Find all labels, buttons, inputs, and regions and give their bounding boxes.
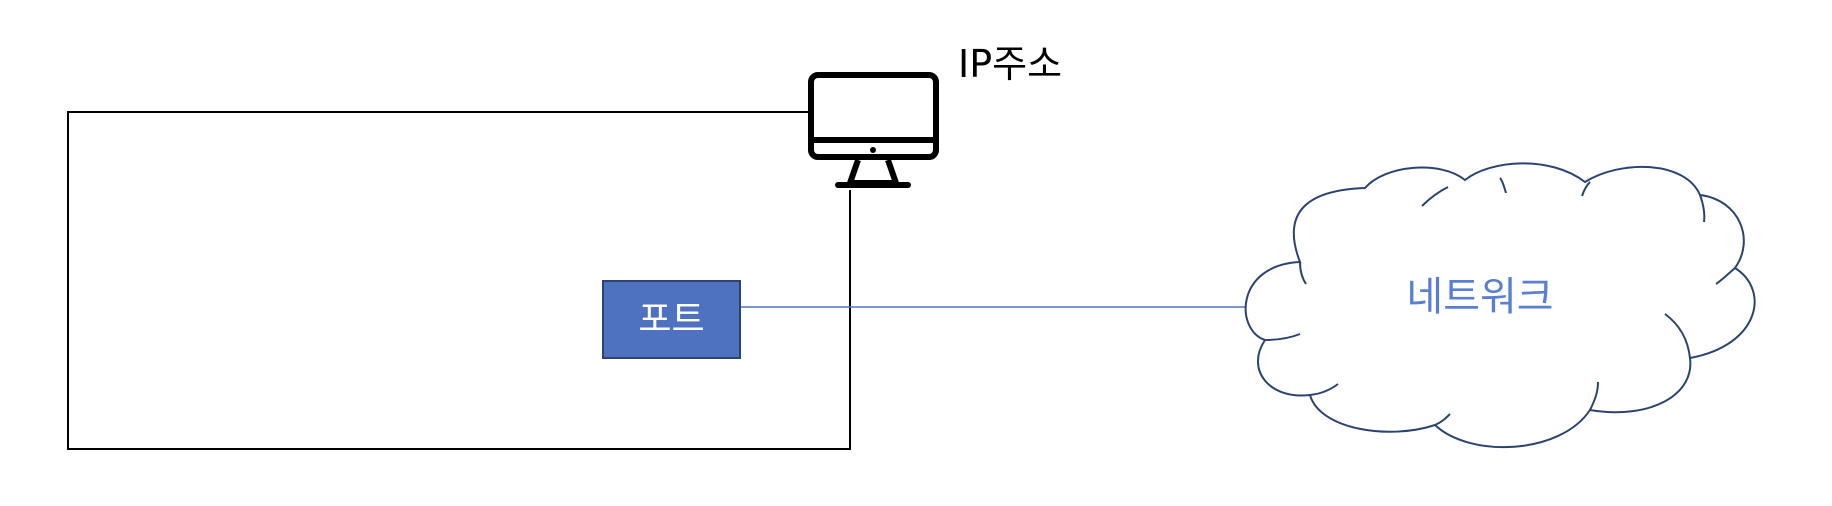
monitor-icon bbox=[808, 72, 939, 188]
ip-address-label: IP주소 bbox=[958, 42, 1062, 86]
port-box: 포트 bbox=[602, 280, 741, 359]
host-boundary bbox=[67, 111, 851, 450]
network-label: 네트워크 bbox=[1406, 274, 1553, 320]
port-label: 포트 bbox=[638, 299, 704, 340]
cloud-icon bbox=[1244, 162, 1756, 449]
